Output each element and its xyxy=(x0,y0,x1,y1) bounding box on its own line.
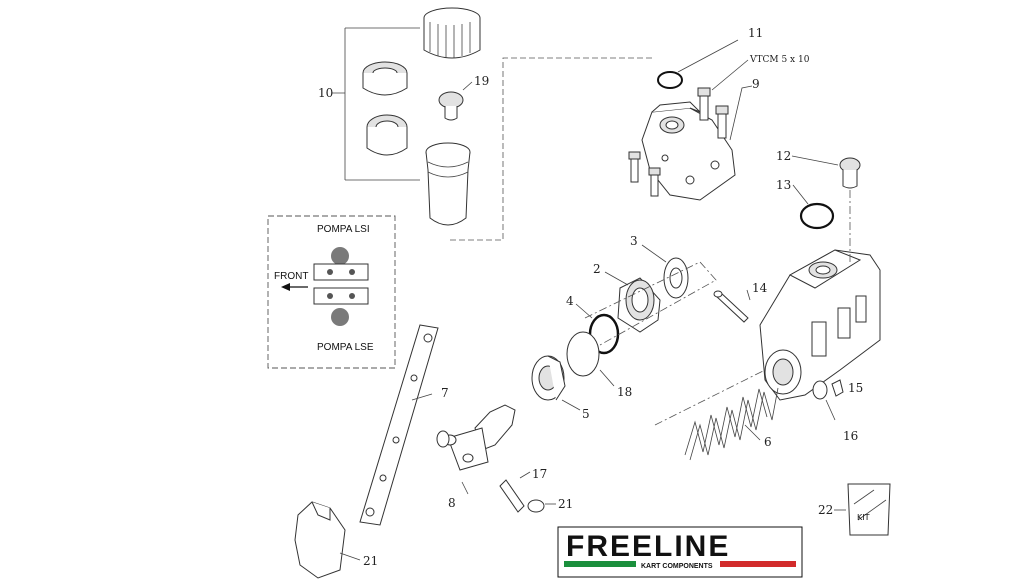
part-label-12: 12 xyxy=(776,149,791,163)
o-ring-11 xyxy=(657,71,683,89)
logo-stripe-green xyxy=(564,561,636,567)
pin-14 xyxy=(713,290,749,323)
freeline-logo xyxy=(557,526,803,578)
piston-2 xyxy=(617,277,661,333)
spring-6 xyxy=(684,387,779,461)
bleed-bolt-12 xyxy=(839,157,861,189)
logo-stripe-red xyxy=(720,561,796,567)
cover-screws xyxy=(628,87,729,197)
inset-label-front: FRONT xyxy=(274,271,308,282)
part-label-18: 18 xyxy=(617,385,632,399)
part-label-10: 10 xyxy=(318,86,333,100)
clip-21-left xyxy=(436,430,450,448)
part-label-21-clip: 21 xyxy=(558,497,573,511)
part-label-3: 3 xyxy=(630,234,638,248)
clip-21-right xyxy=(527,499,545,513)
part-label-6: 6 xyxy=(764,435,772,449)
part-label-9: 9 xyxy=(752,77,760,91)
seal-ring-upper xyxy=(362,61,408,96)
o-ring-13 xyxy=(799,202,835,230)
part-label-17: 17 xyxy=(532,467,547,481)
seal-ring-lower xyxy=(366,114,408,156)
lever-7 xyxy=(359,324,439,526)
reservoir-connection-line xyxy=(450,57,655,241)
part-label-4: 4 xyxy=(566,294,574,308)
pump-body xyxy=(759,249,881,401)
part-label-8: 8 xyxy=(448,496,456,510)
clip-15 xyxy=(831,379,844,397)
logo-brand-text: FREELINE xyxy=(566,530,730,563)
circlip-18 xyxy=(566,331,600,377)
reservoir-container xyxy=(425,142,471,226)
screw-spec-label: VTCM 5 x 10 xyxy=(749,55,810,65)
part-label-11: 11 xyxy=(748,26,763,40)
inset-label-pompa-lsi: POMPA LSI xyxy=(317,224,370,235)
part-label-15: 15 xyxy=(848,381,863,395)
pedal-21 xyxy=(294,501,346,579)
part-label-13: 13 xyxy=(776,178,791,192)
part-label-21-pedal: 21 xyxy=(363,554,378,568)
reservoir-cap xyxy=(423,7,481,59)
part-label-16: 16 xyxy=(843,429,858,443)
pump-cover-9 xyxy=(641,101,736,201)
pin-17 xyxy=(499,479,525,513)
inset-label-pompa-lse: POMPA LSE xyxy=(317,342,374,353)
part-label-2: 2 xyxy=(593,262,601,276)
part-label-14: 14 xyxy=(752,281,768,295)
seal-5 xyxy=(531,355,566,401)
part-label-19: 19 xyxy=(474,74,489,88)
kit-label: KIT xyxy=(857,513,870,522)
reservoir-assembly xyxy=(332,7,481,226)
part-label-7: 7 xyxy=(441,386,449,400)
logo-subtitle-text: KART COMPONENTS xyxy=(641,563,713,570)
washer-16 xyxy=(812,380,828,400)
bleed-screw-19 xyxy=(438,91,464,121)
part-label-5: 5 xyxy=(582,407,590,421)
pushrod-8 xyxy=(443,404,516,471)
washer-3 xyxy=(663,257,689,299)
part-label-22: 22 xyxy=(818,503,833,517)
kit-package-22 xyxy=(847,483,891,536)
orientation-inset xyxy=(267,215,396,369)
